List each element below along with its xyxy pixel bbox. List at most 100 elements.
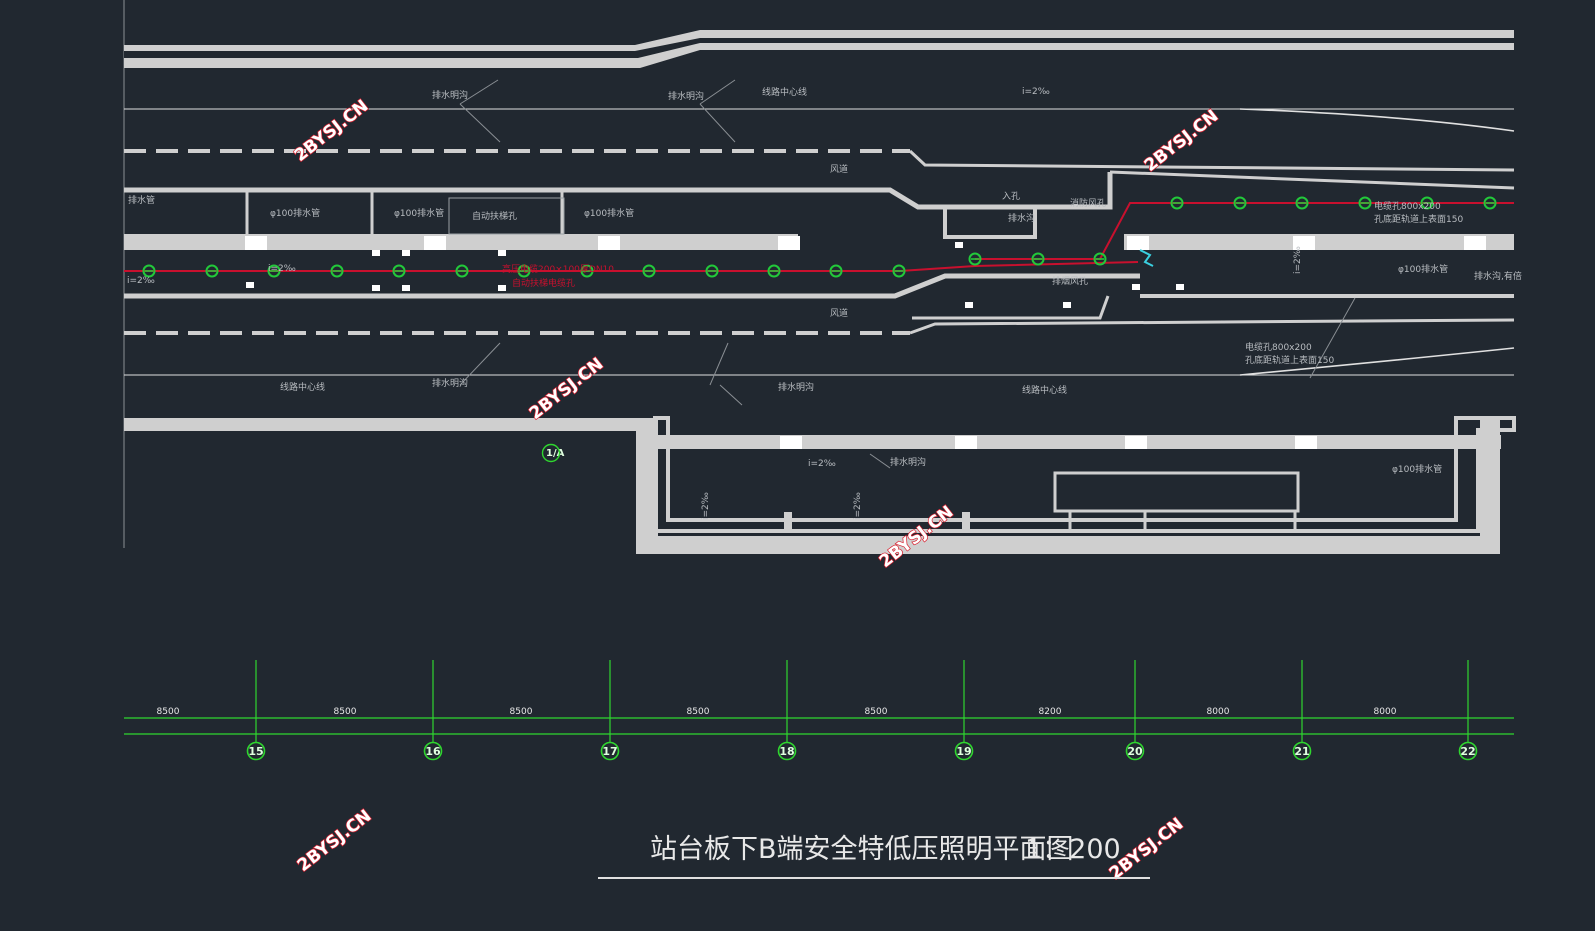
lamp-group (142, 196, 1497, 278)
axis-label-15: 15 (248, 745, 263, 758)
axis-22: 22 (1458, 660, 1478, 761)
drain-risers (245, 190, 565, 235)
annotation-label-34: i=2‰ (701, 492, 711, 520)
slab-marker-11 (965, 302, 973, 308)
slab-columns (245, 236, 1486, 308)
top-wall-gap (124, 38, 1514, 58)
annotation-label-10: 自动扶梯孔 (472, 210, 517, 222)
lamp-9 (642, 264, 656, 278)
slab-marker-5 (372, 285, 380, 291)
lamp-5 (392, 264, 406, 278)
lamp-12 (829, 264, 843, 278)
annotation-label-15: 电缆孔800x200 (1374, 200, 1441, 212)
room-pier-2 (962, 512, 970, 532)
annotation-label-33: i=2‰ (1293, 246, 1303, 274)
corridor-wall-top (124, 172, 1113, 210)
annotation-label-17: φ100排水管 (1398, 263, 1448, 275)
slab-column-5 (1127, 236, 1149, 250)
watermark-3: 2BYSJ.CN (526, 354, 608, 424)
lamp-4 (330, 264, 344, 278)
room-column-1 (780, 436, 802, 449)
track-curve-top (1239, 108, 1515, 132)
axis-label-22: 22 (1460, 745, 1475, 758)
platform-slab-right (1124, 234, 1514, 250)
slab-marker-12 (1063, 302, 1071, 308)
platform-slab-left (124, 234, 798, 250)
annotation-label-3: 线路中心线 (762, 86, 807, 98)
slab-column-3 (598, 236, 620, 250)
annotation-label-23: 排水明沟 (432, 377, 468, 389)
lamp-11 (767, 264, 781, 278)
lamp-19 (1295, 196, 1309, 210)
axis-label-20: 20 (1127, 745, 1143, 758)
lamp-2 (205, 264, 219, 278)
annotation-label-12: 排水沟 (1008, 212, 1035, 224)
annotation-label-7: φ100排水管 (270, 207, 320, 219)
slab-marker-1 (246, 282, 254, 288)
annotation-label-1: 排水明沟 (432, 89, 468, 101)
axis-16: 16 (423, 660, 443, 761)
annotation-label-22: 线路中心线 (280, 381, 325, 393)
room-columns (780, 436, 1317, 449)
equipment-room-left-wall (636, 418, 658, 554)
room-column-2 (955, 436, 977, 449)
axis-label-16: 16 (425, 745, 441, 758)
annotation-label-30: 高压电缆200×100厚DN10 (502, 263, 614, 275)
cable-riser-marker (1139, 249, 1154, 267)
grid-ref-circle (541, 443, 561, 463)
lamp-6 (455, 264, 469, 278)
annotation-label-11: 入孔 (1002, 191, 1020, 202)
annotation-label-16: 孔底距轨道上表面150 (1374, 213, 1463, 225)
dimension-2: 8500 (334, 707, 357, 717)
annotation-label-14: 排烟风孔 (1052, 275, 1088, 287)
top-outer-wall (124, 30, 1514, 68)
lamp-13 (892, 264, 906, 278)
lamp-7 (517, 264, 531, 278)
slab-column-7 (1464, 236, 1486, 250)
lighting-cable-lower (124, 261, 1139, 272)
annotation-label-4: i=2‰ (1022, 87, 1050, 97)
axis-18: 18 (777, 660, 797, 761)
annotation-label-9: φ100排水管 (584, 207, 634, 219)
annotation-label-18: 排水沟,有倍 (1474, 270, 1522, 282)
annotation-label-2: 排水明沟 (668, 90, 704, 102)
manhole-box (943, 205, 1037, 239)
inner-bench (1053, 471, 1300, 513)
axis-label-21: 21 (1294, 745, 1309, 758)
dimension-6: 8200 (1039, 707, 1062, 717)
lamp-15 (1031, 252, 1045, 266)
slab-marker-6 (402, 285, 410, 291)
slab-marker-2 (372, 250, 380, 256)
lamp-14 (968, 252, 982, 266)
annotation-label-31: 自动扶梯电缆孔 (512, 277, 575, 289)
dimension-4: 8500 (687, 707, 710, 717)
annotation-label-21: 排水管 (128, 194, 155, 206)
leader-lines (459, 79, 1356, 469)
watermark-1: 2BYSJ.CN (291, 96, 373, 166)
room-pier-1 (784, 512, 792, 532)
drawing-scale: 1：200 (1025, 834, 1121, 865)
lamp-21 (1420, 196, 1434, 210)
platform-edge-top-right (908, 149, 1515, 172)
room-column-3 (1125, 436, 1147, 449)
equipment-room-ceiling-slab (656, 435, 1501, 449)
dimension-8: 8000 (1374, 707, 1397, 717)
room-column-4 (1295, 436, 1317, 449)
slab-marker-9 (1176, 284, 1184, 290)
annotation-label-36: 1/A (546, 448, 565, 459)
slab-column-4 (778, 236, 800, 250)
annotation-label-24: 排水明沟 (778, 381, 814, 393)
annotation-label-13: 消防风孔 (1070, 197, 1106, 209)
slab-marker-4 (498, 250, 506, 256)
axis-15: 15 (246, 660, 266, 761)
dimension-1: 8500 (157, 707, 180, 717)
lamp-22 (1483, 196, 1497, 210)
annotation-label-6: 风道 (830, 307, 848, 319)
platform-edge-bottom-right (909, 318, 1515, 335)
slab-marker-7 (498, 285, 506, 291)
axis-label-18: 18 (779, 745, 794, 758)
axis-19: 19 (954, 660, 974, 761)
slab-marker-10 (955, 242, 963, 248)
